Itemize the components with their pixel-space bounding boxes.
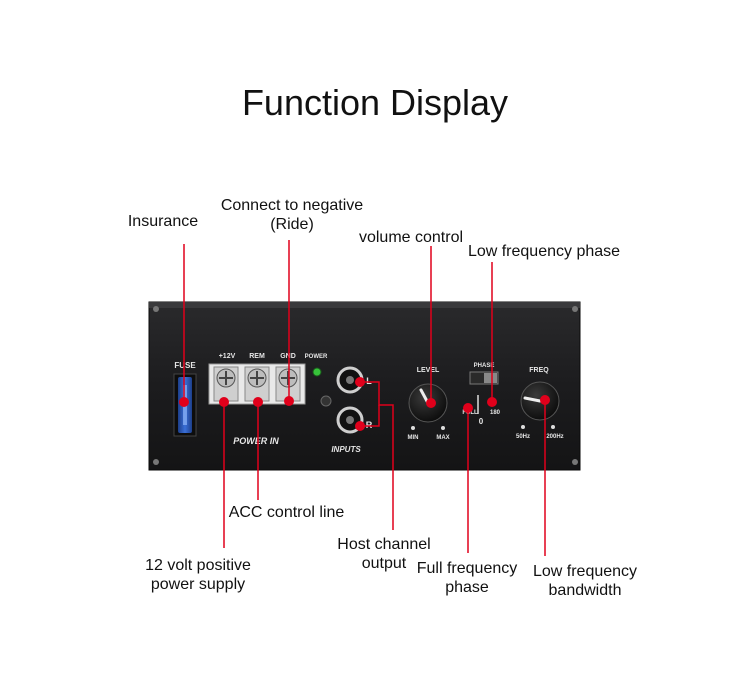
marker-freq [540,395,550,405]
marker-180 [487,397,497,407]
callout-bandwidth-line1: Low frequency [532,563,638,580]
phase-180-label: 180 [490,410,501,416]
callout-negative-line2: (Ride) [270,216,314,233]
full-label: FULL [462,410,478,416]
callout-12v: 12 volt positive power supply [133,556,263,594]
callout-host: Host channel output [328,535,440,573]
inputs-label: INPUTS [331,445,361,454]
panel-screw [153,459,159,465]
max-label: MAX [436,435,449,441]
phase-0-label: 0 [479,417,484,426]
input-screw [320,395,332,407]
min-label: MIN [408,435,419,441]
power-led [312,367,322,377]
hz50-label: 50Hz [516,434,530,440]
marker-level [426,398,436,408]
callout-full-line2: phase [445,579,489,596]
callout-negative-line1: Connect to negative [220,197,364,214]
power-in-label: POWER IN [233,436,279,446]
marker-fuse [179,397,189,407]
marker-rca-left [355,377,365,387]
leader-lines [183,240,546,556]
terminal-screw-rem [244,366,270,402]
rem-label: REM [249,353,265,360]
callout-negative: Connect to negative (Ride) [212,196,372,234]
hz200-label: 200Hz [546,434,563,440]
right-channel-label: R [366,420,373,430]
callout-acc: ACC control line [228,504,345,521]
gnd-label: GND [280,353,296,360]
leader-host-right [360,405,380,427]
phase-switch: PHASE FULL 180 0 [462,363,500,426]
panel-screw [572,459,578,465]
markers [179,377,550,431]
page-title: Function Display [241,82,509,123]
callout-insurance: Insurance [127,213,199,230]
callout-full-phase: Full frequency phase [408,559,526,597]
callout-bandwidth-line2: bandwidth [548,582,622,599]
terminal-screw-gnd [275,366,301,402]
callout-low-phase: Low frequency phase [467,243,621,260]
callout-host-line1: Host channel [337,536,431,553]
level-label: LEVEL [417,367,440,374]
freq-label: FREQ [529,367,549,374]
marker-gnd [284,396,294,406]
rca-inputs: L R INPUTS [320,366,373,454]
callout-12v-line2: power supply [150,576,246,593]
fuse-label: FUSE [174,361,196,370]
marker-rca-right [355,421,365,431]
marker-12v [219,397,229,407]
plus12v-label: +12V [219,353,236,360]
freq-control: FREQ 50Hz 200Hz [516,367,564,440]
left-channel-label: L [366,376,372,386]
callout-host-line2: output [361,555,407,572]
marker-full [463,403,473,413]
level-control: LEVEL MIN MAX [408,367,450,441]
callout-volume: volume control [358,229,464,246]
panel-screw [153,306,159,312]
callout-bandwidth: Low frequency bandwidth [524,562,646,600]
terminal-screw-12v [213,366,239,402]
callout-full-line1: Full frequency [416,560,518,577]
marker-rem [253,397,263,407]
phase-label: PHASE [474,363,495,369]
panel-screw [572,306,578,312]
callout-12v-line1: 12 volt positive [145,557,251,574]
power-label: POWER [305,354,328,360]
